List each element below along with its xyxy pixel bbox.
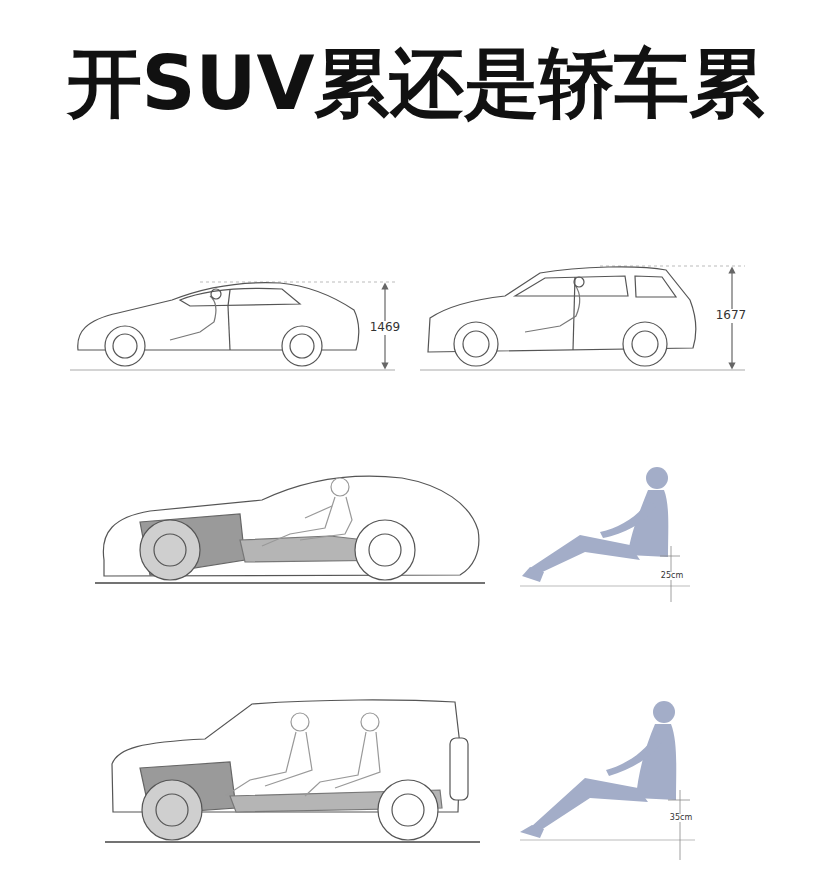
dimension-label: 1677 (715, 309, 748, 322)
title: 开SUV累还是轿车累 (0, 42, 831, 125)
dimension-label: 35cm (669, 814, 693, 823)
dimension-label: 25cm (660, 572, 684, 581)
dimension-label: 1469 (369, 321, 402, 334)
